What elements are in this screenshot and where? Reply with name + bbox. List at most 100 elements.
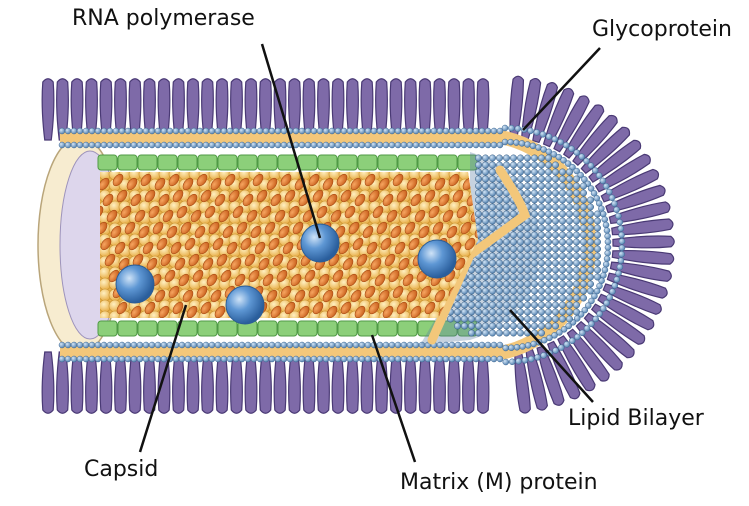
lipid-head [209,356,215,362]
lipid-head [517,330,523,336]
lipid-head [143,356,149,362]
matrix-protein [298,321,317,336]
lipid-head [559,260,565,266]
lipid-head [173,128,179,134]
lipid-head [573,218,579,224]
lipid-head [489,197,495,203]
lipid-head [593,316,599,322]
lipid-head [281,342,287,348]
lipid-head [516,358,522,364]
lipid-head [587,260,593,266]
lipid-head [594,211,600,217]
lipid-head [468,330,474,336]
lipid-head [524,295,530,301]
lipid-head [524,190,530,196]
lipid-head [566,239,572,245]
lipid-head [155,356,161,362]
lipid-head [552,281,558,287]
lipid-head [221,342,227,348]
lipid-head [489,267,495,273]
lipid-head [83,342,89,348]
lipid-head [59,356,65,362]
lipid-head [137,342,143,348]
lipid-head [482,162,488,168]
lipid-head [559,183,565,189]
lipid-head [475,218,481,224]
lipid-head [317,142,323,148]
lipid-head [221,356,227,362]
lipid-head [59,128,65,134]
lipid-head [517,274,523,280]
lipid-head [573,260,579,266]
lipid-head [95,142,101,148]
lipid-head [588,321,594,327]
lipid-head [347,342,353,348]
lipid-head [545,302,551,308]
lipid-head [524,183,530,189]
lipid-head [573,204,579,210]
lipid-head [573,274,579,280]
lipid-head [455,356,461,362]
lipid-head [583,158,589,164]
lipid-head [600,272,606,278]
lipid-head [524,302,530,308]
lipid-head [566,204,572,210]
lipid-head [566,225,572,231]
lipid-head [233,128,239,134]
lipid-head [496,281,502,287]
lipid-head [538,295,544,301]
matrix-protein [398,155,417,170]
lipid-head [311,356,317,362]
lipid-head [137,356,143,362]
lipid-head [167,142,173,148]
lipid-head [559,225,565,231]
lipid-head [293,356,299,362]
lipid-head [461,323,467,329]
lipid-head [155,342,161,348]
lipid-head [517,260,523,266]
lipid-head [125,128,131,134]
lipid-head [503,211,509,217]
lipid-head [538,197,544,203]
lipid-head [359,356,365,362]
lipid-head [552,136,558,142]
lipid-head [269,142,275,148]
lipid-head [59,142,65,148]
lipid-head [496,253,502,259]
lipid-head [552,176,558,182]
lipid-head [149,356,155,362]
lipid-head [524,288,530,294]
lipid-head [143,142,149,148]
lipid-head [131,128,137,134]
lipid-head [475,302,481,308]
lipid-head [552,169,558,175]
lipid-head [119,342,125,348]
lipid-head [77,128,83,134]
lipid-head [209,342,215,348]
lipid-head [517,288,523,294]
lipid-head [305,356,311,362]
lipid-head [496,323,502,329]
lipid-head [603,183,609,189]
lipid-head [566,253,572,259]
lipid-head [617,264,623,270]
matrix-protein [318,155,337,170]
lipid-head [341,142,347,148]
matrix-protein [218,321,237,336]
glycoprotein-spike [42,79,54,140]
lipid-head [524,197,530,203]
lipid-head [341,128,347,134]
lipid-head [510,274,516,280]
matrix-protein [98,321,117,336]
lipid-head [359,128,365,134]
lipid-head [197,128,203,134]
lipid-head [179,128,185,134]
lipid-head [389,128,395,134]
lipid-head [119,142,125,148]
lipid-head [473,356,479,362]
matrix-protein [158,155,177,170]
lipid-head [530,143,536,149]
lipid-head [545,253,551,259]
matrix-protein [178,155,197,170]
lipid-head [482,267,488,273]
